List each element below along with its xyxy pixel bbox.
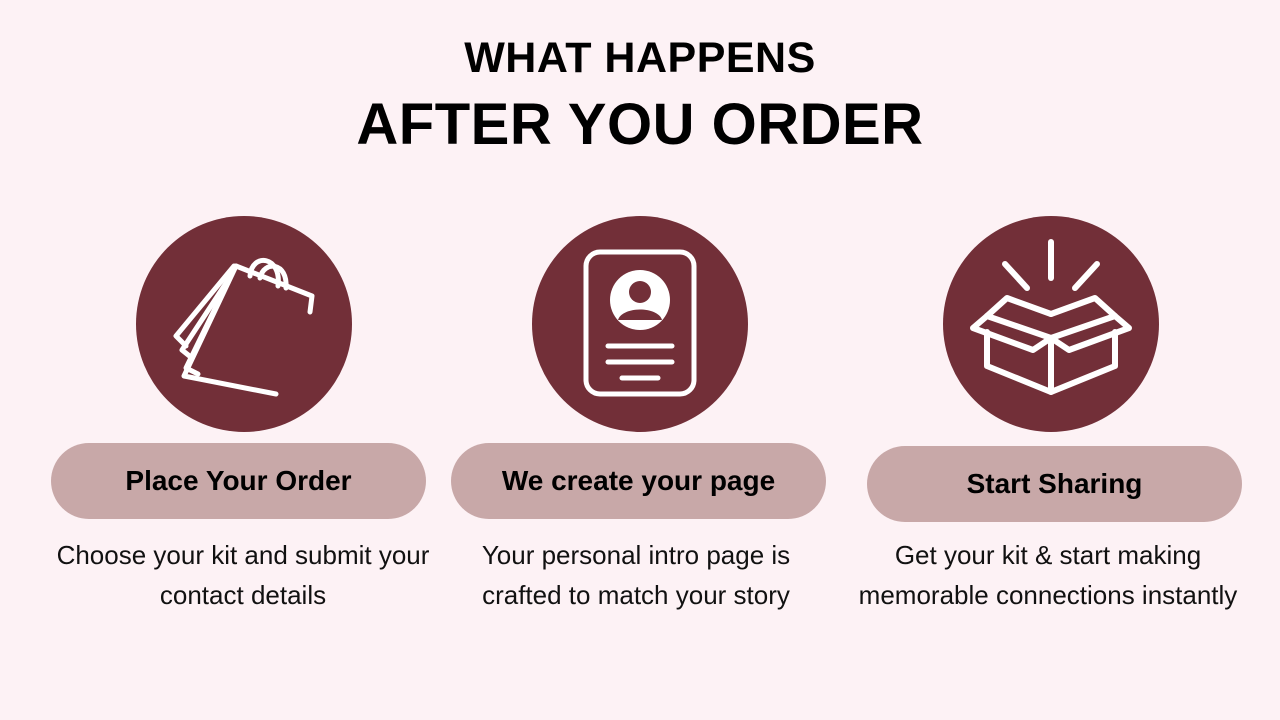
step-3-description: Get your kit & start making memorable co… — [838, 535, 1258, 615]
heading-line-2: AFTER YOU ORDER — [356, 92, 924, 157]
step-1-description: Choose your kit and submit your contact … — [33, 535, 453, 615]
step-1-icon-circle — [136, 216, 352, 432]
step-2-description-line-2: crafted to match your story — [482, 580, 790, 610]
step-1-title: Place Your Order — [125, 465, 352, 496]
profile-card-icon — [583, 249, 697, 397]
step-1-title-pill: Place Your Order — [51, 443, 426, 519]
shopping-bag-icon — [173, 258, 315, 397]
step-1-description-line-2: contact details — [159, 580, 327, 610]
heading-line-1: WHAT HAPPENS — [464, 34, 816, 82]
step-2-description: Your personal intro page is crafted to m… — [426, 535, 846, 615]
step-3-title-pill: Start Sharing — [867, 446, 1242, 522]
open-box-icon — [970, 239, 1132, 395]
step-3-description-line-2: memorable connections instantly — [858, 580, 1238, 610]
step-3-description-line-1: Get your kit & start making — [894, 540, 1202, 570]
step-3-icon-circle — [943, 216, 1159, 432]
step-1-description-line-1: Choose your kit and submit your — [56, 540, 430, 570]
step-2-title-pill: We create your page — [451, 443, 826, 519]
step-2-description-line-1: Your personal intro page is — [481, 540, 791, 570]
step-3-title: Start Sharing — [966, 468, 1143, 499]
step-2-title: We create your page — [501, 465, 776, 496]
step-2-icon-circle — [532, 216, 748, 432]
